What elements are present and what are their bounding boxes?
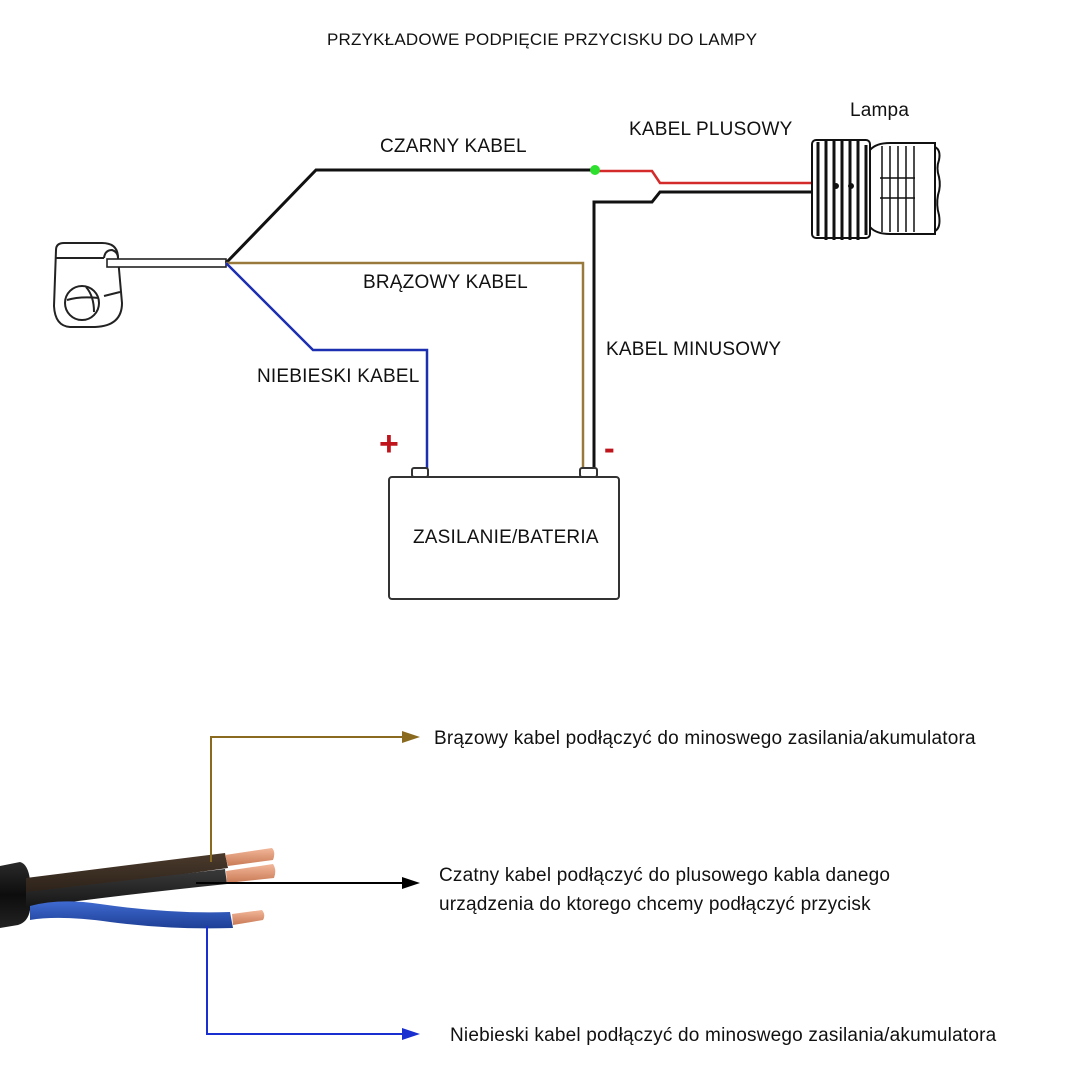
minus-sign: -: [604, 430, 615, 466]
negative-wire: [592, 190, 812, 468]
battery-label: ZASILANIE/BATERIA: [413, 527, 599, 548]
diagram-title: PRZYKŁADOWE PODPIĘCIE PRZYCISKU DO LAMPY: [327, 30, 758, 49]
three-core-cable-icon: [0, 848, 276, 929]
black-wire: [224, 168, 595, 265]
brown-wire-note: Brązowy kabel podłączyć do minoswego zas…: [434, 728, 976, 749]
black-wire-label: CZARNY KABEL: [380, 136, 527, 157]
junction-dot-icon: [590, 165, 600, 175]
black-wire-note-line-2: urządzenia do ktorego chcemy podłączyć p…: [439, 894, 871, 915]
handlebar-switch-icon: [52, 242, 227, 328]
positive-wire-label: KABEL PLUSOWY: [629, 119, 793, 140]
lamp-icon: [811, 139, 941, 240]
brown-wire: [226, 261, 585, 468]
blue-wire-note: Niebieski kabel podłączyć do minoswego z…: [450, 1025, 997, 1046]
black-wire-note-line-1: Czatny kabel podłączyć do plusowego kabl…: [439, 865, 891, 886]
brown-wire-label: BRĄZOWY KABEL: [363, 272, 528, 293]
negative-wire-label: KABEL MINUSOWY: [606, 339, 782, 360]
brown-arrow: [210, 731, 420, 862]
positive-wire: [595, 169, 812, 185]
lamp-label: Lampa: [850, 100, 910, 121]
blue-arrow: [206, 926, 420, 1040]
blue-wire: [225, 262, 429, 468]
black-arrow: [196, 877, 420, 889]
blue-wire-label: NIEBIESKI KABEL: [257, 366, 420, 387]
battery-icon: [388, 467, 620, 600]
plus-sign: +: [379, 425, 399, 463]
